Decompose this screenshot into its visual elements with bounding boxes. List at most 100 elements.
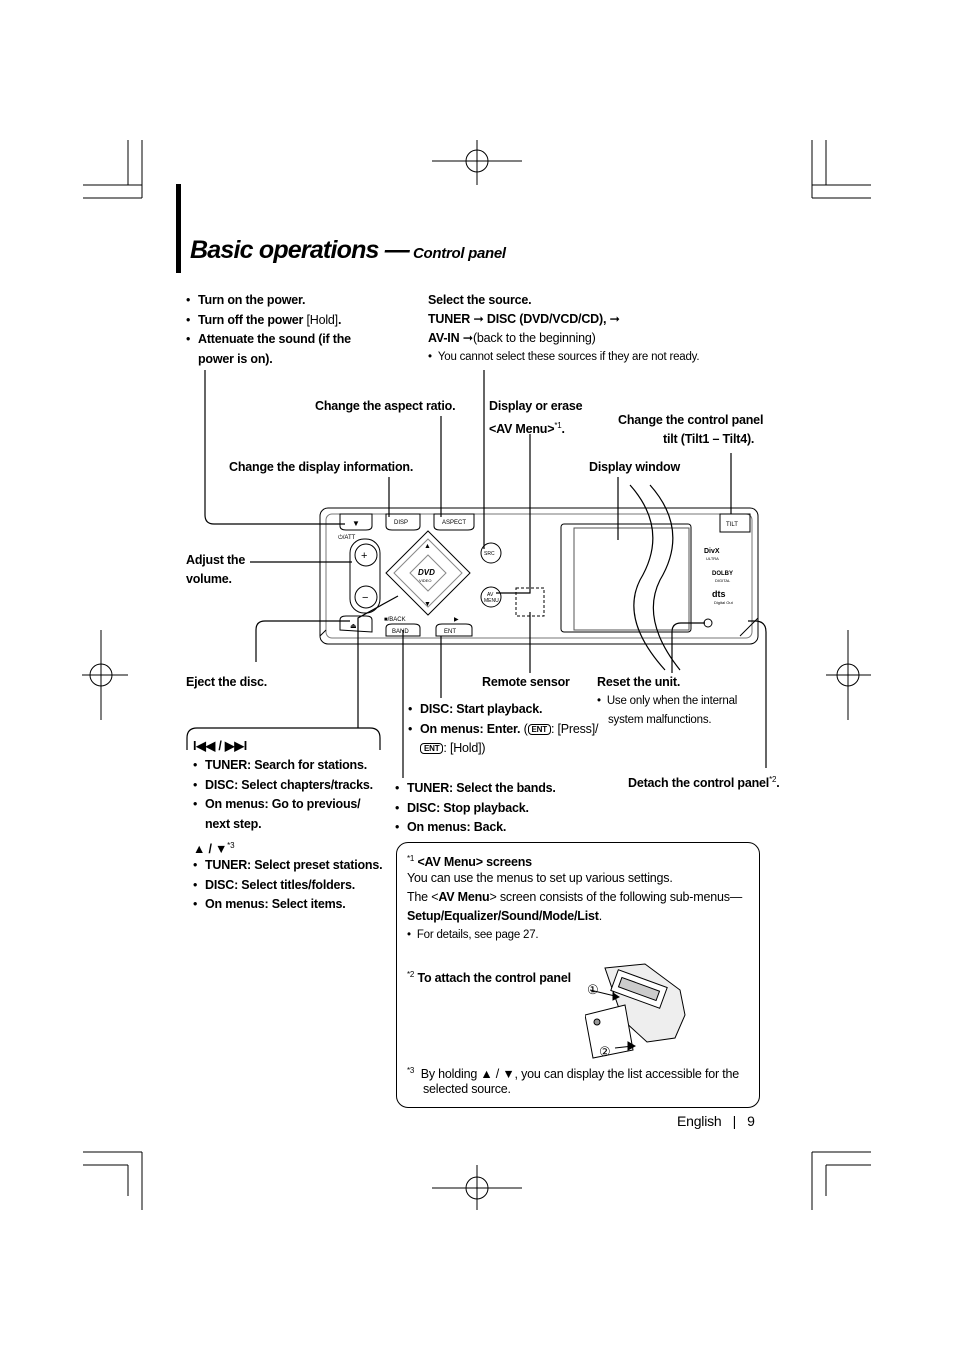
band-list: TUNER: Select the bands. DISC: Stop play…	[395, 779, 556, 838]
volume-label-2: volume.	[186, 572, 232, 586]
back-label: ■/BACK	[384, 617, 406, 623]
panel-body	[319, 507, 759, 645]
ent-button-label: ENT	[444, 629, 456, 635]
updown-symbol: ▲ / ▼*3	[193, 841, 235, 857]
source-note: • You cannot select these sources if the…	[428, 351, 700, 363]
tilt-button[interactable]	[719, 513, 751, 533]
page-title: Basic operations —Control panel	[190, 236, 506, 264]
list-item: TUNER: Select the bands.	[395, 779, 556, 799]
list-item: Attenuate the sound (if the	[186, 330, 351, 350]
tilt-label-1: Change the control panel	[618, 413, 764, 427]
footer: English | 9	[677, 1112, 755, 1131]
src-button-label: SRC	[484, 551, 495, 557]
step-1-marker: ①	[587, 982, 599, 997]
list-item: DISC: Stop playback.	[395, 799, 556, 819]
reset-button[interactable]	[703, 618, 713, 628]
leader-lines	[186, 370, 767, 778]
note1-line3: Setup/Equalizer/Sound/Mode/List.	[407, 909, 603, 923]
tilt-button-label: TILT	[726, 522, 738, 528]
list-item: Turn off the power [Hold].	[186, 311, 351, 331]
tilt-label-2: tilt (Tilt1 – Tilt4).	[663, 432, 755, 446]
play-label: ▶	[454, 617, 459, 623]
menu-label: MENU	[484, 598, 499, 604]
att-label: ⏻/ATT	[338, 534, 356, 541]
volume-down-label: −	[362, 592, 368, 604]
avmenu-label-1: Display or erase	[489, 399, 583, 413]
dts-logo: dts	[712, 589, 726, 599]
volume-rocker[interactable]	[349, 538, 381, 614]
eject-label: Eject the disc.	[186, 675, 268, 689]
dts-sub: Digital Out	[714, 600, 734, 605]
band-button-label: BAND	[392, 629, 409, 635]
reset-label: Reset the unit.	[597, 675, 681, 689]
list-item: On menus: Enter. (ENT: [Press]/	[408, 720, 598, 740]
note3-line2: selected source.	[423, 1082, 511, 1096]
dolby-sub: DIGITAL	[715, 578, 731, 583]
dpad[interactable]	[385, 530, 471, 616]
step-2-marker: ②	[599, 1044, 611, 1059]
reset-note-1: • Use only when the internal	[597, 695, 738, 707]
note1-bullet: • For details, see page 27.	[407, 929, 539, 941]
remote-sensor-label: Remote sensor	[482, 675, 570, 689]
ent-button[interactable]	[435, 623, 473, 637]
note2-title: *2 To attach the control panel	[407, 970, 571, 986]
attach-illustration: ① ②	[585, 963, 686, 1059]
divx-sub: ULTRA	[706, 556, 719, 561]
av-menu-button[interactable]	[480, 586, 502, 608]
page-number: 9	[747, 1113, 755, 1129]
list-item: On menus: Back.	[395, 818, 556, 838]
aspect-button-label: ASPECT	[442, 520, 466, 526]
page-subtitle: Control panel	[413, 245, 506, 262]
down-button[interactable]	[339, 513, 373, 531]
disp-info-label: Change the display information.	[229, 460, 414, 474]
list-item: On menus: Select items.	[193, 895, 382, 915]
list-item: On menus: Go to previous/	[193, 795, 373, 815]
eject-icon: ⏏	[350, 623, 357, 630]
ent-list: DISC: Start playback. On menus: Enter. (…	[408, 700, 598, 759]
list-item: TUNER: Search for stations.	[193, 756, 373, 776]
down-button-label: ▼	[352, 519, 360, 528]
skip-list: TUNER: Search for stations. DISC: Select…	[193, 756, 373, 834]
eject-button[interactable]	[339, 615, 373, 633]
disp-button[interactable]	[385, 513, 421, 531]
volume-up-button[interactable]	[354, 543, 378, 567]
list-item: DISC: Select chapters/tracks.	[193, 776, 373, 796]
dolby-logo: DOLBY	[712, 571, 733, 577]
title-bar	[176, 184, 181, 273]
volume-label-1: Adjust the	[186, 553, 246, 567]
note1-title: *1 <AV Menu> screens	[407, 854, 532, 870]
list-item: TUNER: Select preset stations.	[193, 856, 383, 876]
footer-language: English	[677, 1113, 722, 1129]
divx-logo: DivX	[704, 548, 720, 555]
aspect-label: Change the aspect ratio.	[315, 399, 456, 413]
av-label: AV	[487, 592, 494, 598]
note3-line1: *3 By holding ▲ / ▼, you can display the…	[407, 1066, 739, 1082]
reset-note-2: system malfunctions.	[608, 714, 712, 726]
up-arrow-icon: ▲	[424, 543, 431, 550]
down-arrow-icon: ▼	[424, 601, 431, 608]
display-window-label: Display window	[589, 460, 680, 474]
avmenu-label-2: <AV Menu>*1.	[489, 421, 565, 437]
list-item: Turn on the power.	[186, 291, 351, 311]
list-item: ENT: [Hold])	[408, 739, 598, 759]
updown-list: TUNER: Select preset stations. DISC: Sel…	[193, 856, 383, 915]
source-line1: TUNER ➞ DISC (DVD/VCD/CD), ➞	[428, 312, 620, 326]
list-item: DISC: Start playback.	[408, 700, 598, 720]
band-button[interactable]	[385, 623, 421, 637]
src-button[interactable]	[480, 542, 502, 564]
detach-label: Detach the control panel*2.	[628, 775, 780, 791]
source-heading: Select the source.	[428, 293, 532, 307]
dvd-logo: DVD	[418, 568, 435, 577]
dvd-sub: VIDEO	[419, 578, 431, 583]
aspect-button[interactable]	[433, 513, 475, 531]
note1-line1: You can use the menus to set up various …	[407, 871, 673, 885]
volume-up-label: +	[361, 550, 367, 562]
volume-down-button[interactable]	[354, 585, 378, 609]
power-list: Turn on the power. Turn off the power [H…	[186, 291, 351, 369]
display-window	[560, 523, 692, 633]
notes-box	[396, 842, 760, 1108]
list-item: power is on).	[198, 351, 273, 366]
list-item: next step.	[205, 816, 262, 831]
